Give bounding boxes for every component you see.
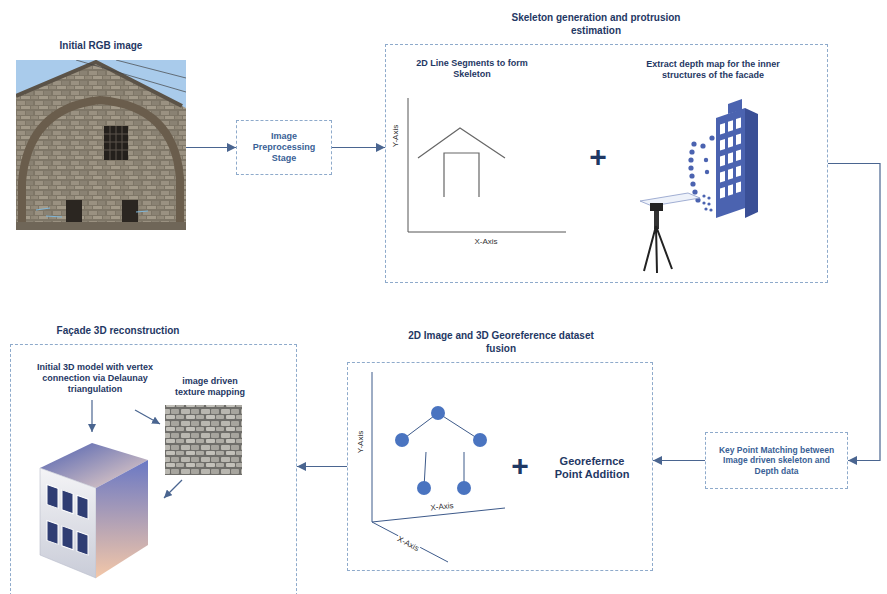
y-axis-line <box>372 372 373 522</box>
panel-heading: Façade 3D reconstruction <box>18 325 218 338</box>
camera <box>650 203 663 211</box>
building-windows <box>720 117 741 198</box>
wire <box>76 60 186 92</box>
y-axis-line <box>408 98 409 232</box>
skeleton-chart <box>408 98 566 232</box>
x-axis-line <box>372 522 448 562</box>
graph-points <box>395 406 487 495</box>
flow-arrow <box>332 147 385 148</box>
flow-arrow <box>828 164 880 461</box>
sky <box>16 60 186 230</box>
depth-points <box>688 135 714 211</box>
process-box: Image Preprocessing Stage <box>236 120 332 175</box>
graph-links <box>402 413 480 488</box>
texture-image <box>165 405 242 475</box>
panel-heading: Skeleton generation and protrusion estim… <box>486 12 706 37</box>
arch <box>22 100 180 230</box>
panel-heading: Initial RGB image <box>16 40 186 53</box>
facade-photo <box>16 60 186 230</box>
flow-arrow <box>186 147 236 148</box>
image-panel: Initial RGB image <box>16 60 186 230</box>
axis-label: X-Axis <box>473 237 498 247</box>
stone-wall <box>16 62 186 230</box>
door-segments <box>444 153 479 197</box>
building-side <box>745 108 758 218</box>
flow-arrow <box>653 460 705 461</box>
panel-caption: Initial 3D model with vertex connection … <box>21 362 169 394</box>
panel-caption: Extract depth map for the inner structur… <box>627 59 799 81</box>
scan-plane <box>640 193 700 206</box>
panel-caption: Georefernce Point Addition <box>549 455 635 481</box>
cube-front <box>40 468 96 578</box>
window-bars <box>104 126 128 160</box>
ground <box>16 222 186 230</box>
flow-arrow <box>297 466 347 467</box>
process-box: Key Point Matching between Image driven … <box>705 432 848 489</box>
axis-label: X-Axis <box>395 534 422 554</box>
cube-side <box>96 460 148 578</box>
tripod-legs <box>644 226 672 273</box>
box-text: Image Preprocessing Stage <box>242 131 326 165</box>
cube-windows <box>47 484 88 555</box>
fusion-graph <box>372 372 505 562</box>
panel-caption: 2D Line Segments to form Skeleton <box>413 58 531 80</box>
x-axis-line <box>408 232 566 233</box>
box-text: Key Point Matching between Image driven … <box>711 445 842 477</box>
building-front <box>716 108 745 218</box>
axis-label: X-Axis <box>429 501 455 513</box>
marks <box>36 208 148 217</box>
plus-sign: + <box>588 142 608 172</box>
building-face <box>716 108 745 218</box>
reconstruction-art <box>40 400 242 578</box>
depth-icon <box>640 99 758 273</box>
tripod-camera <box>640 193 700 273</box>
panel-caption: image driven texture mapping <box>167 376 253 398</box>
window <box>104 126 128 160</box>
axis-label: Y-Axis <box>391 124 401 148</box>
plus-sign: + <box>510 451 530 481</box>
panel-heading: 2D Image and 3D Georeference dataset fus… <box>396 330 606 355</box>
leader-arrow <box>91 400 92 432</box>
axis-label: Y-Axis <box>356 430 366 454</box>
wire <box>116 60 186 78</box>
leader-arrow <box>164 480 182 498</box>
leader-arrow <box>135 410 160 424</box>
